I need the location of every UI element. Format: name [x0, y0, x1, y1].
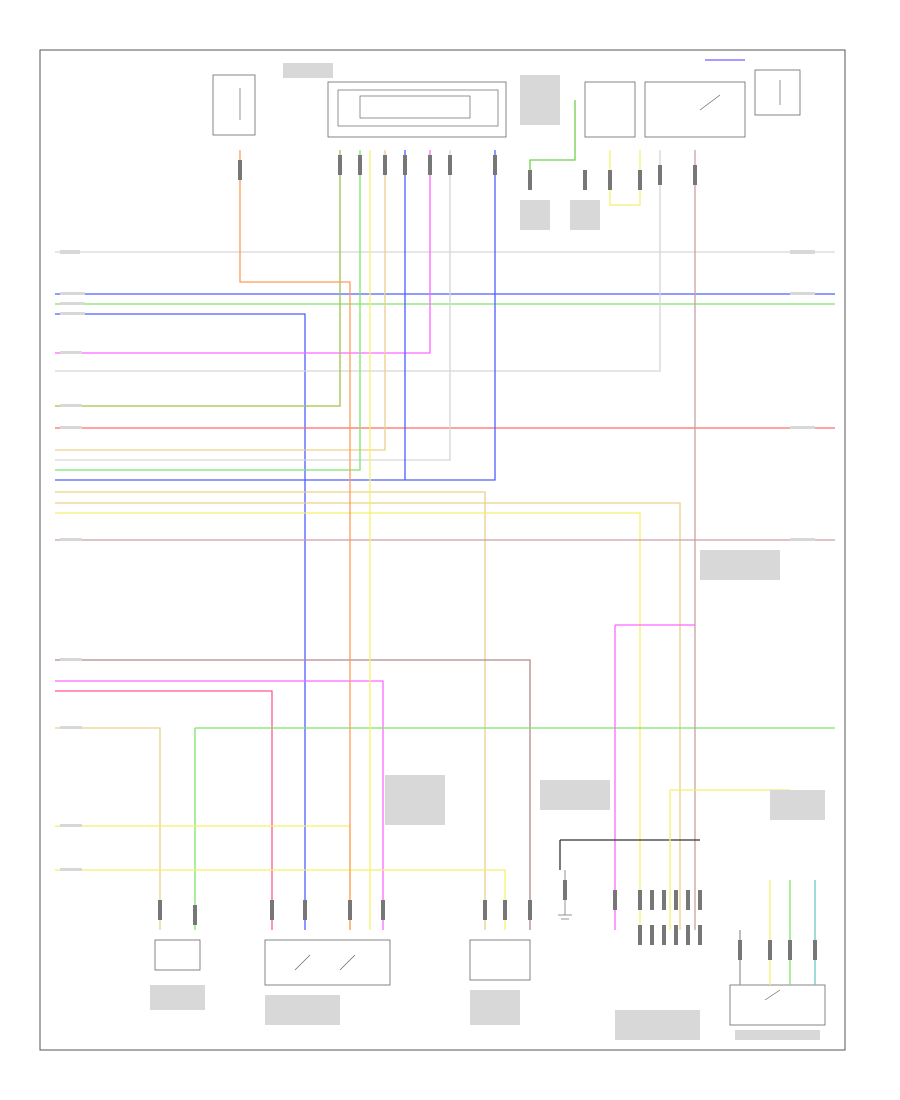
wire-yellow-1 [55, 512, 641, 930]
wire-gray-2 [55, 150, 451, 461]
wire-tan-3 [55, 502, 681, 930]
bottom-harness-connector [559, 839, 700, 870]
wire-brown-2 [55, 659, 531, 930]
horizontal-wires [55, 150, 835, 930]
wire-pink-1 [55, 690, 273, 930]
wire-olive-1 [55, 150, 341, 407]
wire-orange-1 [239, 150, 351, 930]
diagram-frame [39, 49, 846, 1051]
illegible-labels [60, 63, 825, 1040]
wire-tan-4 [55, 727, 161, 930]
vertical-wires [239, 59, 745, 930]
fuel-tank-pressure-sensor [469, 939, 531, 981]
wire-tan-2 [55, 491, 486, 930]
wire-yellow-5 [609, 150, 641, 206]
bottom-connectors [158, 880, 817, 960]
wire-blue-4 [405, 150, 496, 481]
lower-left-fuse-block [327, 81, 507, 138]
wire-gray-1 [55, 150, 661, 372]
battery-junction-box-module [584, 81, 746, 138]
top-left-fuse-box [212, 74, 256, 136]
bottom-center-left-component [264, 939, 391, 986]
wire-blue-2 [55, 313, 306, 930]
wire-green-2 [55, 150, 361, 471]
fuel-pump-module [729, 984, 826, 1026]
top-connectors [238, 155, 697, 190]
wire-magenta-1 [55, 150, 431, 354]
wire-blue-3 [55, 150, 406, 481]
bottom-left-component [154, 939, 201, 971]
wire-magenta-2 [55, 680, 384, 930]
wire-yellow-3 [55, 869, 506, 930]
top-right-fuse-box [754, 69, 801, 116]
wire-tan-1 [55, 150, 386, 451]
